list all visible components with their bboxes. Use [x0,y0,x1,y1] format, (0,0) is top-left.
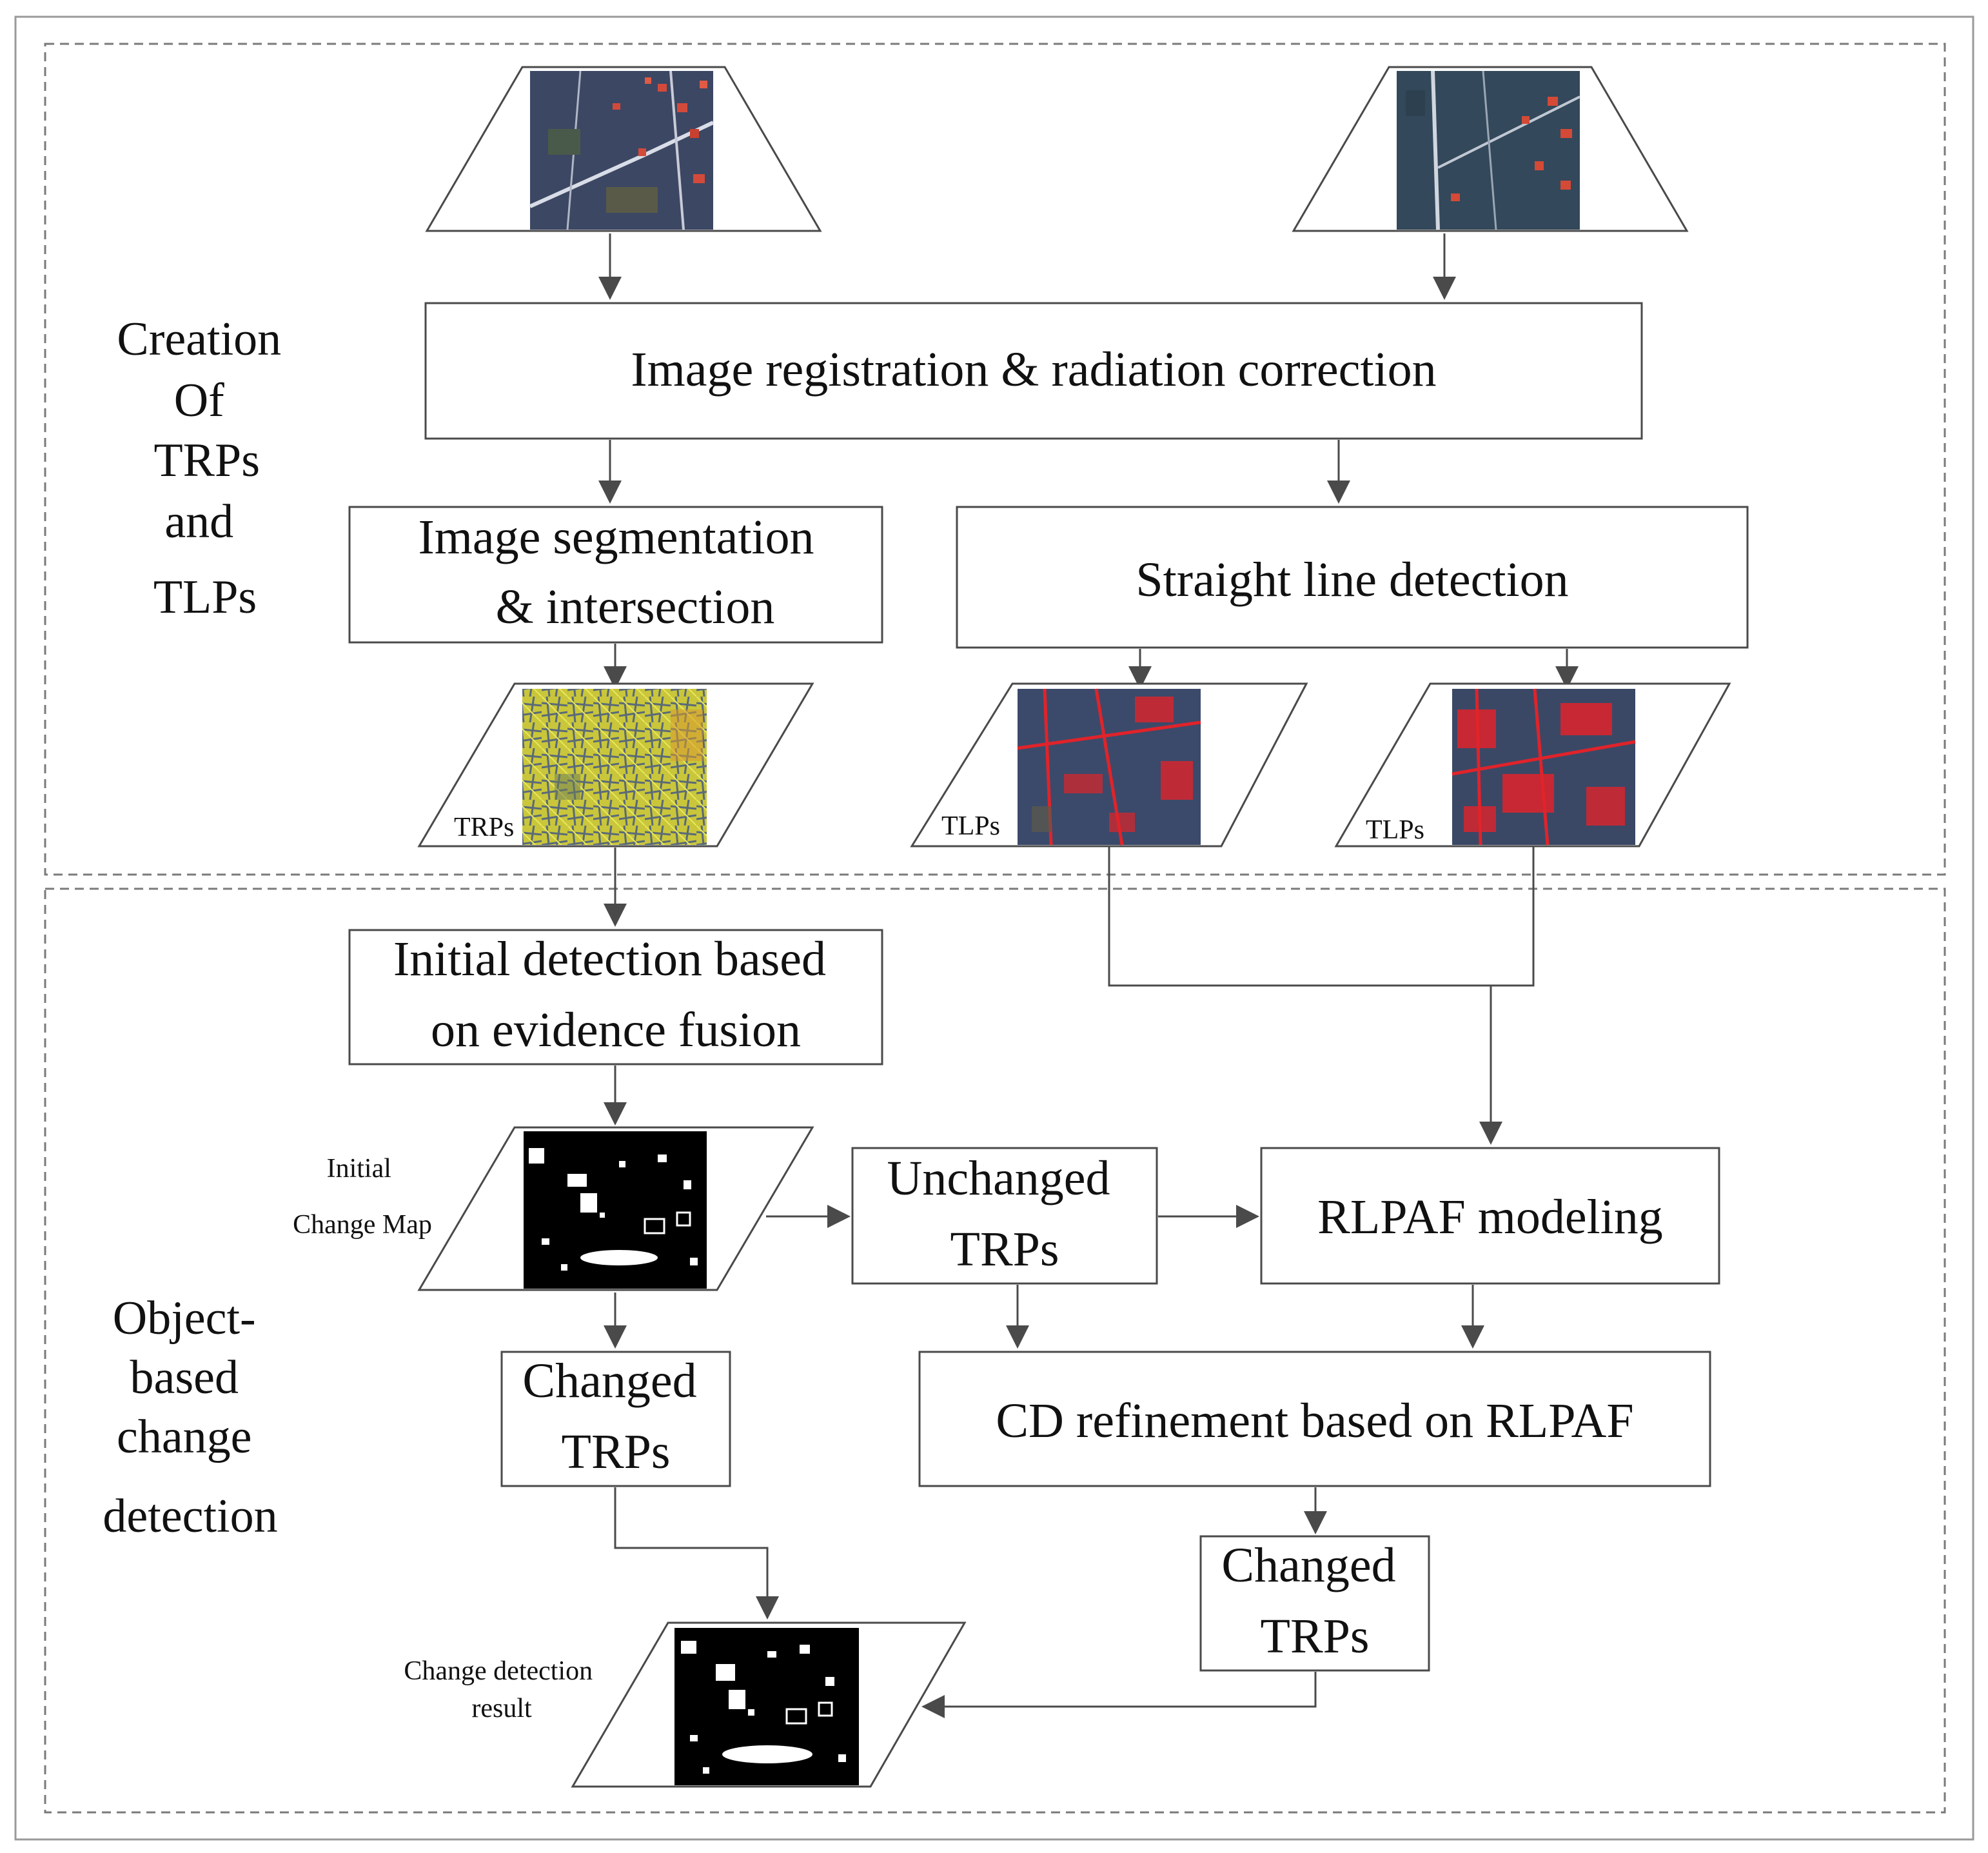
section-top-label-line: TRPs [153,434,260,487]
segmentation-box-line: Image segmentation [418,510,814,564]
section-top-label-line: and [164,495,233,548]
registration-box-text: Image registration & radiation correctio… [631,342,1436,397]
registration-box [424,302,1643,440]
initial-detection-box-line: on evidence fusion [431,1003,801,1057]
line-detection-box-line: Straight line detection [1136,553,1568,607]
cd-refinement-box [918,1351,1711,1487]
tlps-image-2-label: TLPs [1366,815,1424,845]
input-image-t2 [1397,70,1580,230]
section-bottom-label-line: detection [103,1490,277,1543]
section-top-label-line: Of [174,374,224,427]
result-image-label-line: Change detection [404,1656,593,1686]
tlps-image-1 [1017,688,1201,846]
initial-detection-box-text: Initial detection based on evidence fusi… [393,932,838,1057]
changed-trps-left-box-line: Changed [522,1354,696,1408]
result-image-label: Change detection result [404,1656,599,1723]
cd-refinement-box-line: CD refinement based on RLPAF [996,1394,1633,1448]
changed-trps-right-box-line: TRPs [1261,1609,1370,1663]
changed-trps-left-box-line: TRPs [562,1425,671,1479]
unchanged-trps-box-line: TRPs [950,1222,1059,1276]
connector-changed-right-to-result [921,1672,1317,1718]
section-top-frame [44,43,1946,876]
initial-change-map-image [524,1131,707,1289]
section-top-label-line: TLPs [153,571,257,624]
trps-image-label: TRPs [454,813,514,842]
initial-detection-box [348,929,883,1065]
connector-tlps-merge [1108,846,1535,987]
line-detection-box [956,506,1749,649]
section-top-label: Creation Of TRPs and TLPs [117,313,293,624]
rlpaf-modeling-box-text: RLPAF modeling [1317,1190,1663,1244]
initial-change-map-label-line: Initial [327,1154,391,1184]
cd-refinement-box-text: CD refinement based on RLPAF [996,1394,1633,1448]
tlps-image-2 [1452,688,1636,846]
changed-trps-left-box [500,1351,731,1487]
result-image [674,1628,859,1785]
section-bottom-label-line: based [130,1351,239,1404]
rlpaf-modeling-box [1260,1147,1720,1285]
result-image-label-line: result [471,1694,532,1723]
section-top-label-line: Creation [117,313,281,366]
section-bottom-label-line: Object- [113,1292,256,1345]
unchanged-trps-box-text: Unchanged TRPs [887,1151,1122,1276]
initial-change-map-label: Initial Change Map [293,1154,432,1240]
unchanged-trps-box [851,1147,1158,1285]
segmentation-box-text: Image segmentation & intersection [418,510,826,634]
input-image-t1 [529,70,714,230]
rlpaf-modeling-box-line: RLPAF modeling [1317,1190,1663,1244]
initial-detection-box-line: Initial detection based [393,932,826,986]
changed-trps-right-box-line: Changed [1221,1538,1395,1592]
section-bottom-frame [44,887,1946,1814]
section-bottom-label: Object- based change detection [103,1292,277,1543]
tlps-image-1-label: TLPs [941,811,1000,841]
section-bottom-label-line: change [117,1411,252,1463]
changed-trps-right-box-text: Changed TRPs [1221,1538,1408,1663]
unchanged-trps-box-line: Unchanged [887,1151,1110,1205]
outer-frame [14,15,1974,1841]
trps-image [522,689,707,845]
segmentation-box [348,506,883,644]
registration-box-line: Image registration & radiation correctio… [631,342,1436,397]
initial-change-map-label-line: Change Map [293,1210,432,1240]
line-detection-box-text: Straight line detection [1136,553,1568,607]
changed-trps-right-box [1199,1535,1430,1672]
changed-trps-left-box-text: Changed TRPs [522,1354,709,1479]
segmentation-box-line: & intersection [496,580,775,634]
connector-changed-left-to-result [614,1487,779,1620]
